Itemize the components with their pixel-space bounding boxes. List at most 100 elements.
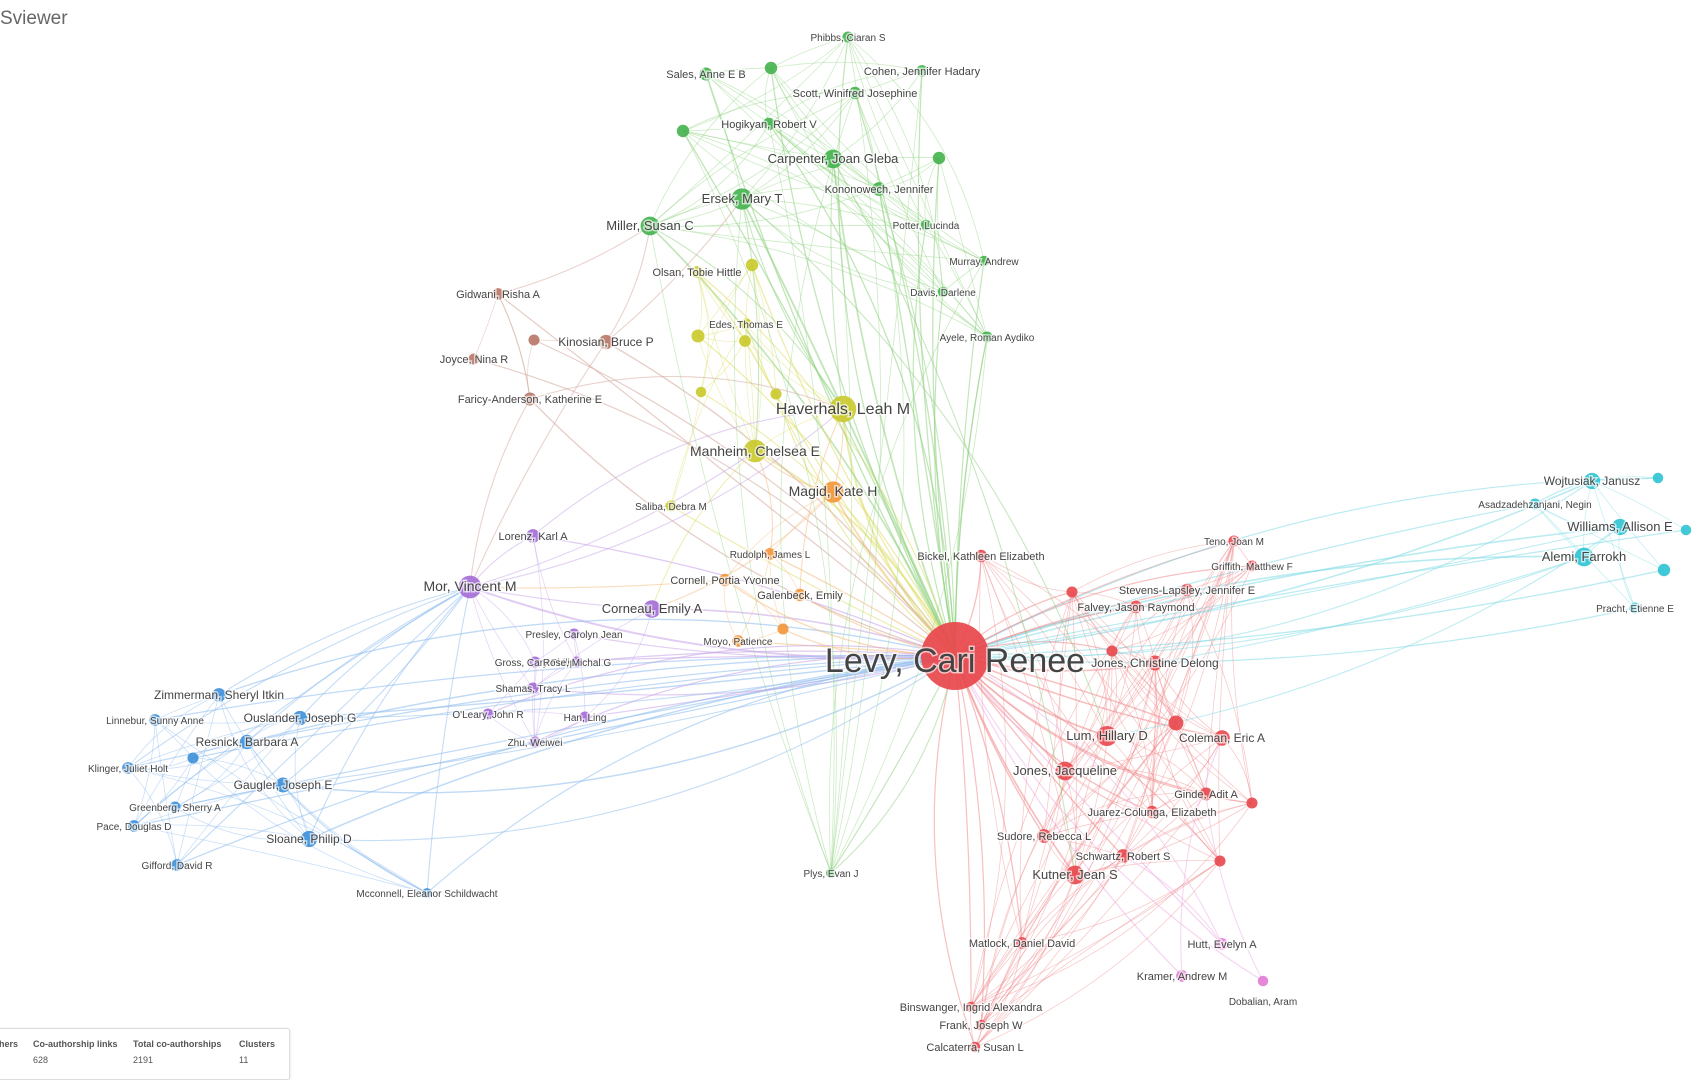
author-node[interactable] xyxy=(523,392,537,406)
author-node[interactable] xyxy=(764,61,778,75)
author-label[interactable]: Presley, Carolyn Jean xyxy=(524,629,624,643)
author-node[interactable] xyxy=(1016,937,1028,949)
author-node[interactable] xyxy=(1145,805,1159,819)
author-node[interactable] xyxy=(169,801,181,813)
author-node[interactable] xyxy=(300,830,318,848)
author-node[interactable] xyxy=(568,628,580,640)
author-node[interactable] xyxy=(842,31,854,43)
author-label[interactable]: Carpenter, Joan Gleba xyxy=(766,150,901,168)
author-label[interactable]: Lorenz, Karl A xyxy=(497,530,570,545)
author-node[interactable] xyxy=(932,151,946,165)
author-label[interactable]: Edes, Thomas E xyxy=(708,319,785,333)
author-node[interactable] xyxy=(492,288,504,300)
author-node[interactable] xyxy=(571,656,583,668)
author-label[interactable]: Han, Ling xyxy=(562,712,608,726)
author-node[interactable] xyxy=(1680,524,1692,536)
author-label[interactable]: Mor, Vincent M xyxy=(422,577,518,596)
author-label[interactable]: Matlock, Daniel David xyxy=(967,937,1076,952)
author-label[interactable]: Corneau, Emily A xyxy=(600,600,704,618)
author-label[interactable]: Shamas, Tracy L xyxy=(494,683,572,697)
author-label[interactable]: Binswanger, Ingrid Alexandra xyxy=(898,1001,1044,1016)
author-label[interactable]: Sudore, Rebecca L xyxy=(995,830,1092,845)
author-label[interactable]: Scott, Winifred Josephine xyxy=(791,87,919,102)
author-node[interactable] xyxy=(1129,600,1143,614)
author-node[interactable] xyxy=(528,334,540,346)
author-node[interactable] xyxy=(1168,715,1184,731)
author-label[interactable]: Ouslander, Joseph G xyxy=(242,710,358,727)
author-label[interactable]: Klinger, Juliet Holt xyxy=(86,763,169,777)
author-node[interactable] xyxy=(739,335,751,347)
author-node[interactable] xyxy=(745,258,759,272)
author-node[interactable] xyxy=(1214,730,1230,746)
author-label[interactable]: Sales, Anne E B xyxy=(665,68,748,83)
author-label[interactable]: Davis, Darlene xyxy=(909,287,978,301)
author-node[interactable] xyxy=(665,500,677,512)
author-label[interactable]: Griffith, Matthew F xyxy=(1210,561,1295,575)
author-node[interactable] xyxy=(275,777,291,793)
author-node[interactable] xyxy=(965,1001,977,1013)
author-label[interactable]: Zhu, Weiwei xyxy=(506,737,564,751)
author-label[interactable]: Levy, Cari Renee xyxy=(823,641,1086,682)
author-node[interactable] xyxy=(695,386,707,398)
author-node[interactable] xyxy=(764,548,776,560)
author-node[interactable] xyxy=(1116,849,1130,863)
author-label[interactable]: Calcaterra, Susan L xyxy=(925,1041,1025,1056)
author-node[interactable] xyxy=(171,859,183,871)
author-node[interactable] xyxy=(1065,865,1085,885)
author-label[interactable]: Murray, Andrew xyxy=(948,256,1021,270)
author-label[interactable]: Pace, Douglas D xyxy=(95,821,173,835)
author-node[interactable] xyxy=(643,600,661,618)
author-label[interactable]: Ginde, Adit A xyxy=(1173,788,1240,803)
author-label[interactable]: Juarez-Colunga, Elizabeth xyxy=(1086,806,1218,821)
author-node[interactable] xyxy=(777,623,789,635)
author-node[interactable] xyxy=(872,182,886,196)
author-label[interactable]: Kinosian, Bruce P xyxy=(557,334,655,351)
author-node[interactable] xyxy=(975,1019,987,1031)
author-node[interactable] xyxy=(732,635,744,647)
author-node[interactable] xyxy=(762,117,776,131)
author-node[interactable] xyxy=(921,622,989,690)
author-label[interactable]: Joyce, Nina R xyxy=(438,353,510,368)
author-label[interactable]: Asadzadehzanjani, Negin xyxy=(1477,499,1593,513)
author-node[interactable] xyxy=(1214,855,1226,867)
author-node[interactable] xyxy=(1583,472,1601,490)
author-node[interactable] xyxy=(978,255,990,267)
author-node[interactable] xyxy=(1611,518,1629,536)
author-node[interactable] xyxy=(826,868,836,878)
author-node[interactable] xyxy=(128,820,140,832)
author-label[interactable]: Bickel, Kathleen Elizabeth xyxy=(916,550,1046,565)
author-node[interactable] xyxy=(1657,563,1671,577)
author-label[interactable]: Stevens-Lapsley, Jennifer E xyxy=(1117,584,1256,599)
author-label[interactable]: Haverhals, Leah M xyxy=(774,400,911,420)
author-node[interactable] xyxy=(1257,975,1269,987)
author-label[interactable]: Hutt, Evelyn A xyxy=(1186,938,1259,953)
author-node[interactable] xyxy=(122,762,134,774)
author-node[interactable] xyxy=(482,708,494,720)
author-node[interactable] xyxy=(529,736,541,748)
author-label[interactable]: Manheim, Chelsea E xyxy=(689,442,822,461)
author-node[interactable] xyxy=(529,656,541,668)
author-node[interactable] xyxy=(829,395,857,423)
author-label[interactable]: Gaugler, Joseph E xyxy=(232,777,334,794)
author-node[interactable] xyxy=(526,529,540,543)
author-label[interactable]: Falvey, Jason Raymond xyxy=(1076,601,1196,616)
author-node[interactable] xyxy=(823,149,843,169)
author-node[interactable] xyxy=(793,588,807,602)
author-node[interactable] xyxy=(848,86,862,100)
author-label[interactable]: Sloane, Philip D xyxy=(265,831,354,848)
author-node[interactable] xyxy=(916,65,928,77)
author-label[interactable]: Rudolph, James L xyxy=(728,549,812,563)
author-node[interactable] xyxy=(969,1041,981,1053)
author-label[interactable]: Saliba, Debra M xyxy=(634,501,709,515)
author-label[interactable]: Jones, Jacqueline xyxy=(1011,762,1118,780)
author-node[interactable] xyxy=(1037,829,1051,843)
author-node[interactable] xyxy=(1106,645,1118,657)
author-node[interactable] xyxy=(718,573,732,587)
author-node[interactable] xyxy=(974,549,988,563)
author-node[interactable] xyxy=(1228,535,1240,547)
author-label[interactable]: Gross, Cary Philip xyxy=(493,657,577,671)
author-node[interactable] xyxy=(699,67,713,81)
author-label[interactable]: Alemi, Farrokh xyxy=(1540,548,1628,566)
author-node[interactable] xyxy=(1147,655,1163,671)
